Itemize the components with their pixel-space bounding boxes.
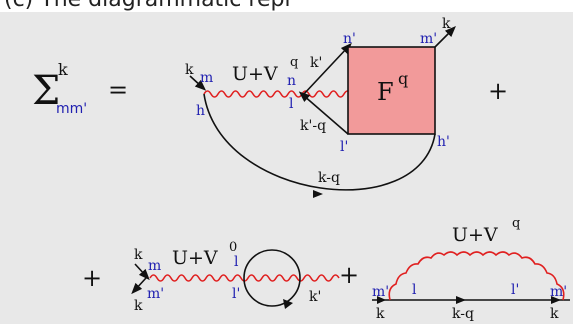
term2-label-k-prime: k' — [309, 289, 321, 305]
term2-label-k-bottom: k — [134, 298, 143, 314]
term3-label-k-left: k — [376, 306, 385, 322]
term2-label-m-prime: m' — [147, 286, 164, 302]
vertex-box-superscript: q — [398, 69, 408, 88]
term3-right-arrowhead — [551, 296, 561, 304]
term2-loop-arrowhead — [283, 299, 293, 309]
term1-outgoing-line — [434, 26, 456, 48]
cropped-caption-text: (c) The diagrammatic repr — [4, 0, 294, 12]
term1-label-n-prime: n' — [343, 31, 356, 47]
term2-label-m: m — [148, 258, 161, 274]
term2-hartree-diagram: k m m' k U+V 0 l l' k' — [131, 240, 340, 314]
term1-label-h: h — [196, 103, 205, 119]
term1-label-k-out: k — [442, 16, 451, 32]
term1-label-l-prime: l' — [340, 139, 348, 155]
term3-interaction-superscript: q — [512, 216, 520, 231]
term3-label-m-prime-right: m' — [550, 284, 567, 300]
term1-label-h-prime: h' — [437, 134, 450, 150]
cropped-caption-strip: (c) The diagrammatic repr — [0, 0, 573, 12]
term3-label-l: l — [412, 282, 417, 298]
term1-line-k-prime — [302, 42, 352, 96]
sigma-subscript: mm' — [56, 101, 87, 117]
term1-label-m-prime: m' — [420, 31, 437, 47]
diagram-panel — [0, 12, 573, 324]
term2-label-l-prime: l' — [232, 286, 240, 302]
equals-sign: = — [108, 76, 128, 104]
term1-label-l: l — [289, 96, 294, 112]
term1-label-m: m — [200, 70, 213, 86]
term1-label-k-prime-minus-q: k'-q — [300, 118, 326, 134]
term1-arc-arrowhead — [313, 190, 323, 198]
term1-interaction-label: U+V — [232, 63, 278, 85]
term2-label-k-top: k — [134, 247, 143, 263]
term3-left-arrowhead — [377, 296, 386, 304]
term3-middle-arrowhead — [456, 296, 466, 304]
term2-interaction-superscript: 0 — [229, 240, 237, 255]
term1-label-k-minus-q: k-q — [318, 170, 340, 186]
term2-loop-circle — [243, 249, 301, 307]
term2-incoming-lower — [131, 277, 147, 295]
term1-label-k-prime: k' — [310, 55, 322, 71]
term3-label-m-prime-left: m' — [372, 284, 389, 300]
term3-label-l-prime: l' — [511, 282, 519, 298]
vertex-box-f — [347, 46, 436, 135]
term2-label-l: l — [234, 254, 239, 270]
term1-label-n: n — [287, 73, 296, 89]
term3-label-k-right: k — [550, 306, 559, 322]
plus-sign-2: + — [82, 264, 102, 292]
term1-label-k-in: k — [185, 62, 194, 78]
term1-incoming-line — [189, 75, 207, 91]
plus-sign-3: + — [339, 261, 359, 289]
sigma-superscript: k — [58, 60, 68, 79]
term1-self-energy-diagram: k m h U+V q n l k' k'-q F q n' m' l' h' … — [185, 16, 456, 198]
plus-sign-1: + — [488, 77, 508, 105]
term3-label-k-minus-q: k-q — [452, 306, 474, 322]
sigma-symbol: Σ — [32, 68, 60, 114]
term2-interaction-label: U+V — [172, 247, 218, 269]
term3-interaction-wavy-arc — [388, 251, 565, 301]
term2-incoming-upper — [134, 263, 150, 281]
term3-fock-diagram: U+V q m' l l' m' k k-q k — [372, 216, 570, 322]
term1-interaction-superscript: q — [290, 55, 298, 70]
term1-propagator-arc — [203, 93, 436, 191]
vertex-box-label: F — [377, 78, 394, 106]
term1-line-k-prime-minus-q — [298, 91, 349, 135]
term3-interaction-label: U+V — [452, 224, 498, 246]
